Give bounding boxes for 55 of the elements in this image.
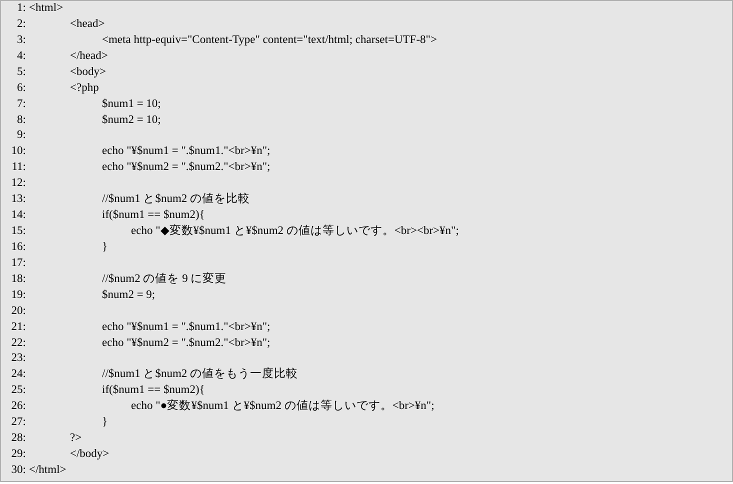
- code-line: //$num2 の値を 9 に変更: [102, 272, 227, 286]
- line-number: 29:: [10, 447, 26, 462]
- line-number: 25:: [10, 383, 26, 398]
- code-line: <head>: [70, 16, 105, 31]
- line-number: 28:: [10, 431, 26, 446]
- code-line: echo "●変数¥$num1 と¥$num2 の値は等しいです。<br>¥n";: [131, 399, 434, 414]
- line-number: 2:: [16, 16, 26, 31]
- code-line: echo "¥$num1 = ".$num1."<br>¥n";: [102, 320, 270, 334]
- code-line: </head>: [70, 48, 108, 63]
- line-number: 12:: [10, 176, 26, 190]
- line-number: 6:: [16, 80, 26, 95]
- code-line: if($num1 == $num2){: [102, 208, 205, 222]
- line-number: 15:: [10, 224, 26, 238]
- line-number: 21:: [10, 320, 26, 334]
- line-number: 11:: [10, 160, 26, 174]
- line-number: 20:: [10, 304, 26, 318]
- code-line: </body>: [70, 447, 110, 462]
- code-line: echo "◆変数¥$num1 と¥$num2 の値は等しいです。<br><br>¥n";: [131, 224, 459, 238]
- code-line: echo "¥$num1 = ".$num1."<br>¥n";: [102, 144, 270, 158]
- line-number: 26:: [10, 399, 26, 414]
- line-number: 9:: [16, 128, 26, 142]
- line-number: 7:: [16, 96, 26, 111]
- line-number: 18:: [10, 272, 26, 286]
- line-number: 5:: [16, 64, 26, 79]
- line-number: 30:: [10, 462, 26, 477]
- line-number: 17:: [10, 256, 26, 270]
- line-number: 23:: [10, 351, 26, 366]
- line-number: 14:: [10, 208, 26, 222]
- code-line: <body>: [70, 64, 106, 79]
- line-number: 1:: [16, 1, 26, 15]
- code-line: //$num1 と$num2 の値をもう一度比較: [102, 367, 298, 382]
- line-number: 13:: [10, 192, 26, 206]
- line-number: 10:: [10, 144, 26, 158]
- code-line: echo "¥$num2 = ".$num2."<br>¥n";: [102, 336, 270, 350]
- code-line: }: [102, 415, 108, 430]
- line-number: 24:: [10, 367, 26, 382]
- code-line: <meta http-equiv="Content-Type" content="text/html; charset=UTF-8">: [102, 32, 437, 47]
- code-line: if($num1 == $num2){: [102, 383, 205, 398]
- code-line: $num2 = 9;: [102, 288, 156, 302]
- line-number: 16:: [10, 240, 26, 254]
- code-line: $num1 = 10;: [102, 96, 161, 111]
- code-line: }: [102, 240, 108, 254]
- code-line: //$num1 と$num2 の値を比較: [102, 192, 250, 206]
- line-number: 22:: [10, 336, 26, 350]
- code-line: </html>: [29, 462, 66, 477]
- line-number: 3:: [16, 32, 26, 47]
- code-line: echo "¥$num2 = ".$num2."<br>¥n";: [102, 160, 270, 174]
- line-number: 19:: [10, 288, 26, 302]
- code-line: $num2 = 10;: [102, 112, 161, 126]
- line-number: 4:: [16, 48, 26, 63]
- code-line: <html>: [29, 1, 64, 15]
- line-number: 27:: [10, 415, 26, 430]
- line-number: 8:: [16, 112, 26, 126]
- code-line: <?php: [70, 80, 99, 95]
- code-line: ?>: [70, 431, 82, 446]
